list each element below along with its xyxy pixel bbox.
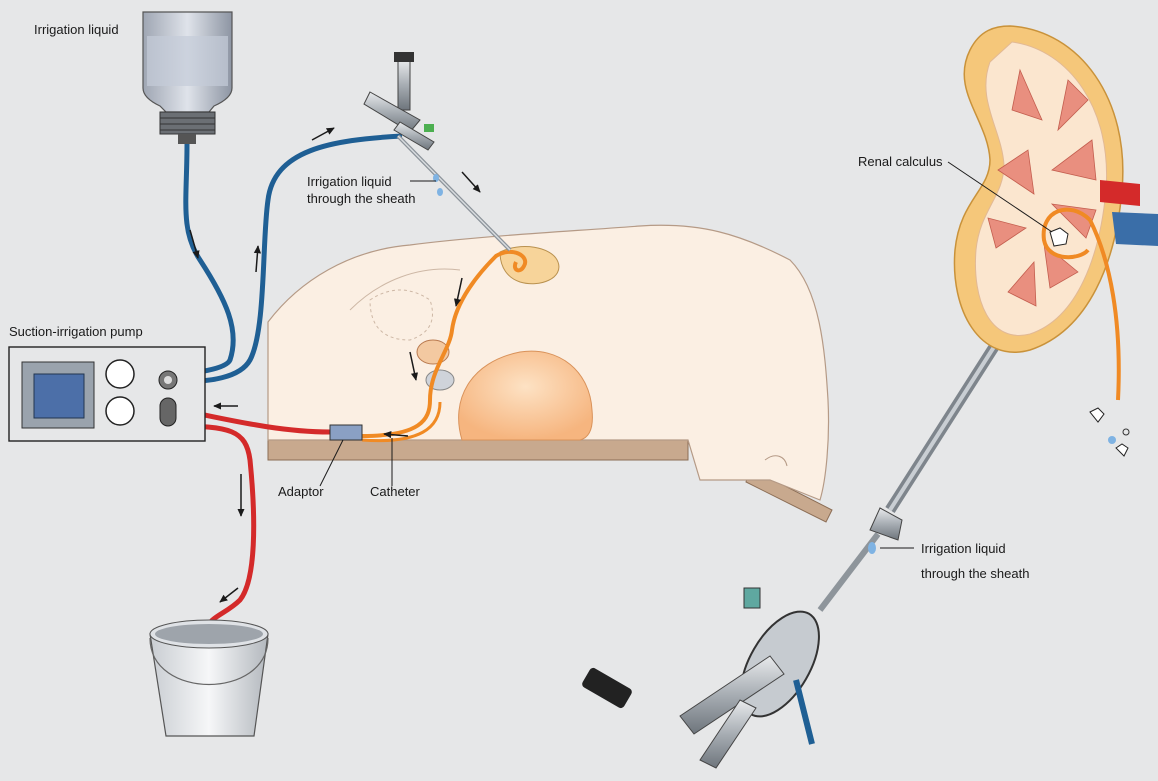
label-sheath-right-2: through the sheath (921, 566, 1029, 581)
irrigation-bottle (143, 12, 232, 144)
waste-bucket (150, 620, 268, 736)
irrigation-inflow-tube (101, 144, 233, 376)
label-catheter: Catheter (370, 484, 421, 499)
waste-tube (174, 426, 254, 630)
label-renal-calculus: Renal calculus (858, 154, 943, 169)
label-pump: Suction-irrigation pump (9, 324, 143, 339)
label-sheath-right-1: Irrigation liquid (921, 541, 1006, 556)
suction-irrigation-pump (9, 347, 205, 441)
adaptor (330, 425, 362, 440)
label-adaptor: Adaptor (278, 484, 324, 499)
label-irrigation-liquid: Irrigation liquid (34, 22, 119, 37)
kidney (954, 26, 1158, 456)
top-nephroscope (364, 52, 510, 250)
label-sheath-top-1: Irrigation liquid (307, 174, 392, 189)
label-sheath-top-2: through the sheath (307, 191, 415, 206)
